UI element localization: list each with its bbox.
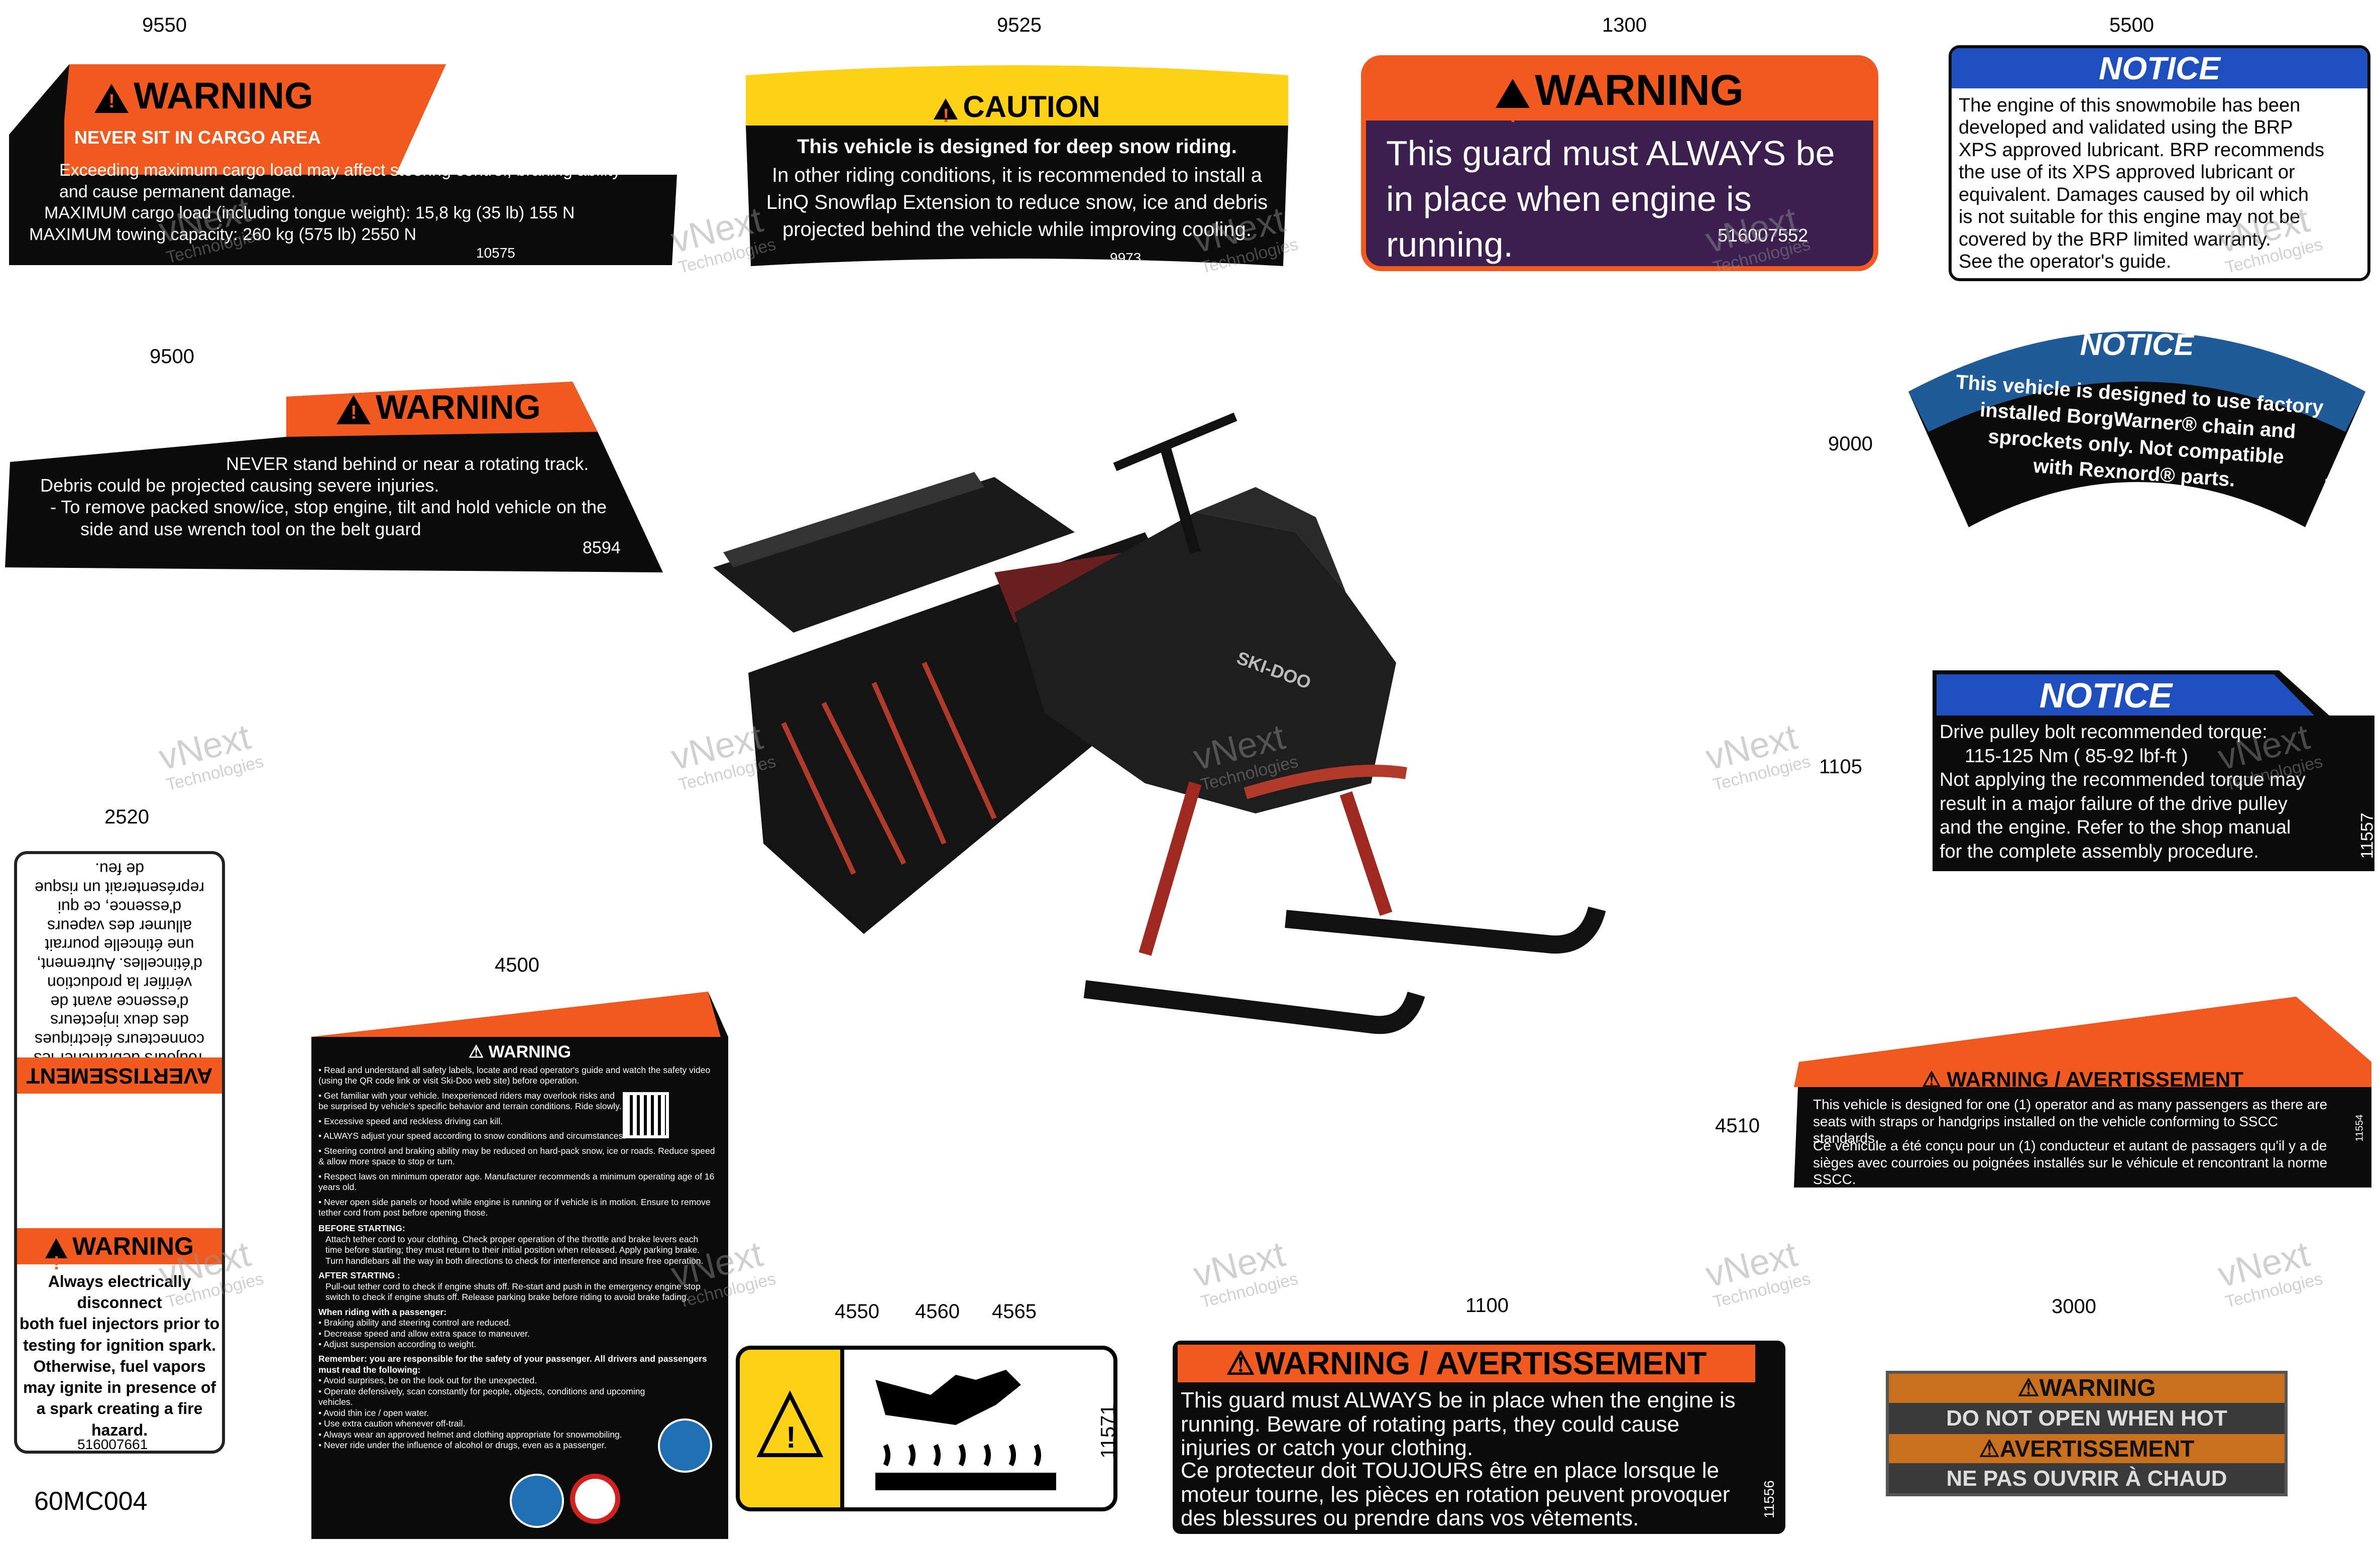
decal-4500: ⚠ WARNING • Read and understand all safe…: [311, 992, 728, 1539]
helmet-required-icon: [658, 1418, 712, 1473]
decal-1300-header: WARNING: [1366, 60, 1873, 146]
decal-2520-body-fr: Toujours débrancher les connecteurs élec…: [34, 860, 205, 1068]
warning-triangle-icon: [94, 84, 129, 113]
decal-2520-header: WARNING: [17, 1228, 222, 1281]
decal-3000-header: ⚠WARNING: [1889, 1374, 2285, 1403]
decal-9500: WARNING NEVER stand behind or near a rot…: [5, 377, 663, 577]
decal-9525-bold: This vehicle is designed for deep snow r…: [797, 136, 1237, 158]
decal-4510-part: 11554: [2354, 1114, 2365, 1142]
hand-hot-surface-icon: [875, 1370, 1056, 1490]
caution-triangle-icon: [934, 98, 958, 127]
decal-2520: Toujours débrancher les connecteurs élec…: [14, 851, 225, 1454]
decal-4550: ! 11571: [736, 1346, 1117, 1511]
decal-1105-shape: [1933, 670, 2374, 871]
decal-4510-body-fr: Ce véhicule a été conçu pour un (1) cond…: [1813, 1138, 2328, 1188]
decal-4500-header: ⚠ WARNING: [468, 1042, 572, 1061]
ref-1300: 1300: [1602, 14, 1647, 36]
decal-1100-part: 11556: [1761, 1480, 1777, 1518]
svg-text:!: !: [786, 1420, 796, 1454]
ref-4510: 4510: [1715, 1115, 1760, 1137]
ref-1100: 1100: [1465, 1294, 1509, 1317]
decal-9550-line1: NEVER SIT IN CARGO AREA: [74, 127, 321, 148]
diagram-code: 60MC004: [34, 1487, 148, 1516]
decal-9000: NOTICE This vehicle is designed to use f…: [1903, 311, 2370, 532]
decal-2520-part: 516007661: [77, 1437, 148, 1452]
decal-9500-body: NEVER stand behind or near a rotating tr…: [40, 453, 607, 539]
decal-9550: WARNING NEVER SIT IN CARGO AREA Exceedin…: [9, 59, 677, 265]
decal-9550-part: 10575: [476, 245, 515, 261]
decal-1300-part: 516007552: [1718, 225, 1808, 246]
decal-5500-header: NOTICE: [1952, 48, 2367, 88]
no-alcohol-icon: [570, 1474, 620, 1524]
decal-3000-line1: DO NOT OPEN WHEN HOT: [1946, 1406, 2227, 1431]
decal-1105-part: 11557: [2357, 812, 2374, 859]
ref-2520: 2520: [104, 806, 149, 828]
ref-4565: 4565: [992, 1300, 1037, 1323]
ref-1105: 1105: [1819, 756, 1863, 778]
decal-4550-part: 11571: [1097, 1404, 1117, 1459]
decal-1100: ⚠WARNING / AVERTISSEMENT This guard must…: [1173, 1341, 1785, 1534]
ref-4560: 4560: [915, 1300, 960, 1323]
decal-9550-shape: [9, 64, 677, 265]
decal-3000-line-fr: NE PAS OUVRIR À CHAUD: [1946, 1466, 2227, 1491]
decal-1105: NOTICE Drive pulley bolt recommended tor…: [1933, 670, 2374, 871]
decal-9525-shape: [746, 65, 1288, 266]
hot-surface-warning-panel: !: [740, 1350, 844, 1507]
decal-9000-shape: [1908, 331, 2365, 527]
ref-9550: 9550: [142, 14, 187, 36]
ref-9525: 9525: [997, 14, 1042, 36]
decal-1100-body-fr: Ce protecteur doit TOUJOURS être en plac…: [1181, 1458, 1730, 1531]
decal-2520-header-fr: AVERTISSEMENT: [17, 1057, 222, 1094]
warning-triangle-icon: [1496, 79, 1530, 146]
decal-1100-header: ⚠WARNING / AVERTISSEMENT: [1178, 1345, 1755, 1382]
decal-4510-body-en: This vehicle is designed for one (1) ope…: [1813, 1097, 2328, 1146]
ref-3000: 3000: [2052, 1295, 2096, 1318]
decal-5500: NOTICE The engine of this snowmobile has…: [1949, 45, 2370, 281]
decal-9525-part: 9973: [1110, 250, 1142, 266]
warning-triangle-icon: [336, 395, 371, 425]
qr-code-icon: [623, 1092, 669, 1138]
decal-1100-body-en: This guard must ALWAYS be in place when …: [1181, 1388, 1736, 1461]
decal-9550-body: Exceeding maximum cargo load may affect …: [29, 161, 621, 244]
snowmobile-illustration: SKI-DOO: [713, 412, 1606, 1034]
warning-triangle-icon: [45, 1238, 68, 1281]
read-manual-icon: [510, 1474, 564, 1528]
decal-1300-body: This guard must ALWAYS be in place when …: [1386, 134, 1835, 264]
warning-triangle-icon: !: [756, 1390, 824, 1457]
decal-9000-header: NOTICE: [2080, 328, 2194, 362]
decal-9525: CAUTION This vehicle is designed for dee…: [736, 55, 1298, 281]
decal-9500-header: WARNING: [336, 388, 541, 427]
ref-9500: 9500: [150, 345, 194, 368]
ref-9000: 9000: [1828, 433, 1873, 455]
decal-3000: ⚠WARNING DO NOT OPEN WHEN HOT ⚠AVERTISSE…: [1886, 1371, 2288, 1496]
decal-9550-header: WARNING: [94, 74, 313, 117]
decal-1105-header: NOTICE: [2039, 676, 2173, 715]
ref-4500: 4500: [495, 954, 539, 976]
decal-5500-body: The engine of this snowmobile has been d…: [1959, 95, 2324, 273]
decal-3000-header-fr: ⚠AVERTISSEMENT: [1889, 1434, 2285, 1463]
decal-1105-body: Drive pulley bolt recommended torque: 11…: [1940, 722, 2306, 862]
ref-4550: 4550: [835, 1300, 879, 1323]
decal-2520-body: Always electrically disconnect both fuel…: [19, 1272, 220, 1439]
decal-9525-body: In other riding conditions, it is recomm…: [766, 164, 1268, 241]
decal-4510-header: ⚠ WARNING / AVERTISSEMENT: [1922, 1067, 2243, 1091]
decal-4500-body: • Read and understand all safety labels,…: [318, 1065, 715, 1451]
decal-4510: ⚠ WARNING / AVERTISSEMENT This vehicle i…: [1794, 997, 2371, 1188]
ref-5500: 5500: [2109, 14, 2154, 36]
decal-1300: WARNING This guard must ALWAYS be in pla…: [1361, 55, 1878, 271]
decal-4510-shape: [1794, 997, 2371, 1188]
decal-9500-part: 8594: [583, 538, 621, 557]
decal-9525-header: CAUTION: [736, 89, 1298, 127]
